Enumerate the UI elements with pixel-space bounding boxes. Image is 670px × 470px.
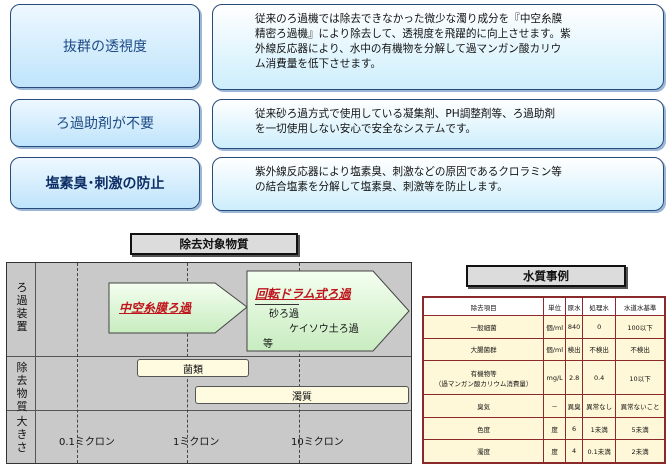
cell: 有機物等 （過マンガン酸カリウム消費量） — [422, 360, 545, 396]
cell: 0.4 — [582, 360, 617, 396]
cell: 2未満 — [615, 439, 665, 463]
col-header: 原水 — [565, 297, 584, 316]
cell: 異常なし — [582, 394, 617, 418]
cell: 大腸菌群 — [422, 337, 545, 362]
col-header: 水道水基準 — [615, 297, 665, 316]
removal-title: 除去対象物質 — [130, 233, 298, 255]
cell: 検出 — [565, 337, 584, 362]
bacteria-bar: 菌類 — [137, 359, 249, 377]
cell: mg/L — [543, 360, 567, 396]
arrow-rotary-drum — [246, 270, 410, 352]
tick-1: 1ミクロン — [173, 437, 220, 448]
cell: 5未満 — [615, 416, 665, 441]
cell: 度 — [543, 416, 567, 441]
feature-desc-2: 従来砂ろ過方式で使用している凝集剤、PH調整剤等、ろ過助剤 を一切使用しない安心… — [212, 99, 664, 149]
removal-diagram: ろ過 装置 除去 物質 大き さ 中空糸膜ろ過 回転ドラム式ろ過 砂ろ過 ケイソ… — [6, 262, 412, 464]
cell: 臭気 — [422, 394, 545, 418]
feature-title-2: ろ過助剤が不要 — [10, 99, 200, 147]
arrow-rotary-drum-label: 回転ドラム式ろ過 — [255, 287, 351, 301]
cell: 6 — [565, 416, 584, 441]
conventional-etc: 等 — [263, 339, 273, 350]
cell: 濁度 — [422, 439, 545, 463]
row-label-substance: 除去 物質 — [16, 361, 28, 413]
feature-title-3: 塩素臭･刺激の防止 — [10, 157, 200, 209]
cell: 異臭 — [565, 394, 584, 418]
quality-title: 水質事例 — [466, 265, 626, 287]
cell: 一般細菌 — [422, 315, 545, 339]
col-header: 除去項目 — [422, 297, 545, 316]
feature-desc-1: 従来のろ過機では除去できなかった微少な濁り成分を『中空糸膜 精密ろ過機』により除… — [212, 4, 664, 90]
cell: 0.1未満 — [582, 439, 617, 463]
cell: 不検出 — [615, 337, 665, 362]
cell: 度 — [543, 439, 567, 463]
row-label-filter: ろ過 装置 — [16, 281, 28, 333]
turbidity-bar: 濁質 — [195, 386, 409, 404]
tick-0.1: 0.1ミクロン — [59, 437, 115, 448]
conventional-diatom: ケイソウ土ろ過 — [289, 324, 359, 335]
col-header: 単位 — [543, 297, 567, 316]
cell: 4 — [565, 439, 584, 463]
cell: 1未満 — [582, 416, 617, 441]
col-header: 処理水 — [582, 297, 617, 316]
cell: 個/ml — [543, 337, 567, 362]
cell: 2.8 — [565, 360, 584, 396]
cell: 100以下 — [615, 315, 665, 339]
feature-title-1: 抜群の透視度 — [10, 4, 200, 88]
table-row: 臭気－異臭異常なし異常ないこと — [422, 394, 665, 418]
row-label-size: 大き さ — [16, 415, 28, 454]
cell: 0 — [582, 315, 617, 339]
conventional-sand: 砂ろ過 — [255, 304, 299, 320]
cell: 色度 — [422, 416, 545, 441]
tick-10: 10ミクロン — [291, 437, 344, 448]
cell: 異常ないこと — [615, 394, 665, 418]
cell: 個/ml — [543, 315, 567, 339]
arrow-hollow-fiber — [108, 282, 248, 334]
feature-desc-3: 紫外線反応器により塩素臭、刺激などの原因であるクロラミン等 の結合塩素を分解して… — [212, 157, 664, 211]
cell: 不検出 — [582, 337, 617, 362]
cell: 840 — [565, 315, 584, 339]
cell: － — [543, 394, 567, 418]
cell: 10以下 — [615, 360, 665, 396]
arrow-hollow-fiber-label: 中空糸膜ろ過 — [119, 301, 192, 315]
